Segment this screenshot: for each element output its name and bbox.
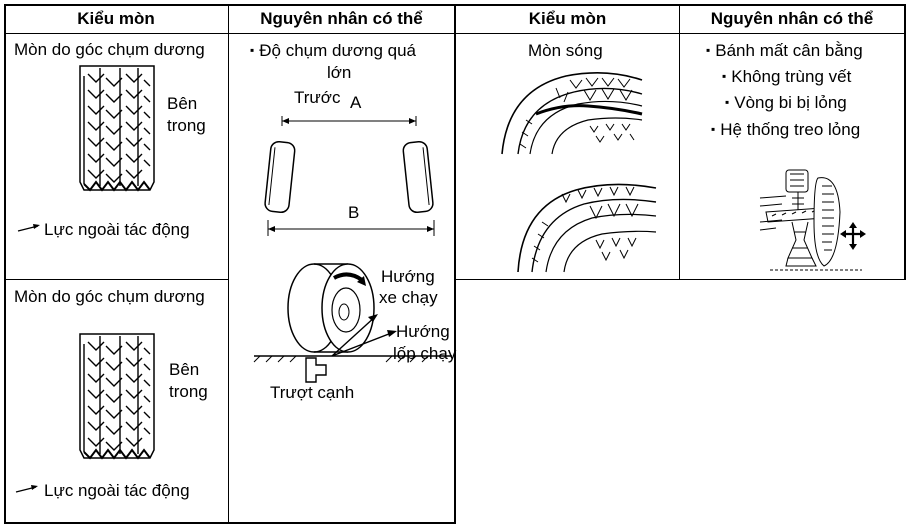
cause-loose-suspension: Hệ thống treo lỏng — [711, 120, 860, 140]
point-a-label: A — [350, 93, 362, 112]
cause-track-mismatch: Không trùng vết — [722, 67, 851, 87]
col-divider-2 — [454, 4, 456, 524]
side-slip-label: Trượt cạnh — [270, 383, 355, 402]
wavy-wear-tire-illustration-1 — [501, 72, 643, 155]
header-wear-type-1: Kiểu mòn — [77, 9, 155, 28]
col-divider-3 — [679, 4, 680, 280]
header-cause-2: Nguyên nhân có thể — [710, 9, 874, 28]
wavy-wear-tire-illustration-2 — [517, 183, 657, 273]
point-b-label: B — [348, 203, 360, 222]
external-force-label: Lực ngoài tác động — [44, 220, 190, 239]
vehicle-direction-label-2: xe chạy — [379, 288, 438, 307]
tire-direction-label-2: lốp chạy — [393, 344, 457, 363]
wear-type-wavy: Mòn sóng — [528, 41, 603, 60]
table-border-bottom — [4, 522, 456, 524]
force-arrow-icon — [17, 224, 40, 232]
cause-excess-toe-in-2: lớn — [327, 63, 352, 82]
inner-side-label-row2-2: trong — [169, 382, 208, 401]
tire-direction-label: Hướng — [396, 322, 450, 341]
table-border-right — [904, 4, 906, 280]
inner-side-label-2: trong — [167, 116, 206, 135]
wear-type-toe-in-2: Mòn do góc chụm dương — [14, 287, 205, 306]
side-slip-diagram — [253, 263, 452, 383]
cause-excess-toe-in: Độ chụm dương quá — [250, 41, 416, 61]
header-cause-1: Nguyên nhân có thể — [260, 9, 423, 28]
toe-in-diagram — [264, 116, 435, 236]
vehicle-direction-label: Hướng — [381, 267, 435, 286]
header-wear-type-2: Kiểu mòn — [528, 9, 607, 28]
tire-tread-illustration — [79, 65, 155, 192]
inner-side-label-row2: Bên — [169, 360, 200, 379]
col-divider-1 — [228, 4, 229, 524]
force-arrow-icon-2 — [15, 485, 38, 493]
front-label: Trước — [294, 88, 341, 107]
cause-loose-bearing: Vòng bi bị lỏng — [725, 93, 846, 113]
wear-type-toe-in: Mòn do góc chụm dương — [14, 40, 205, 59]
row-divider-right — [454, 279, 906, 280]
row-divider-left — [4, 279, 229, 280]
suspension-illustration — [759, 169, 866, 271]
external-force-label-row2: Lực ngoài tác động — [44, 481, 190, 500]
table-border-left — [4, 4, 6, 524]
inner-side-label: Bên — [167, 94, 198, 113]
tire-tread-illustration-2 — [79, 333, 155, 460]
cause-wheel-unbalance: Bánh mất cân bằng — [706, 41, 862, 61]
